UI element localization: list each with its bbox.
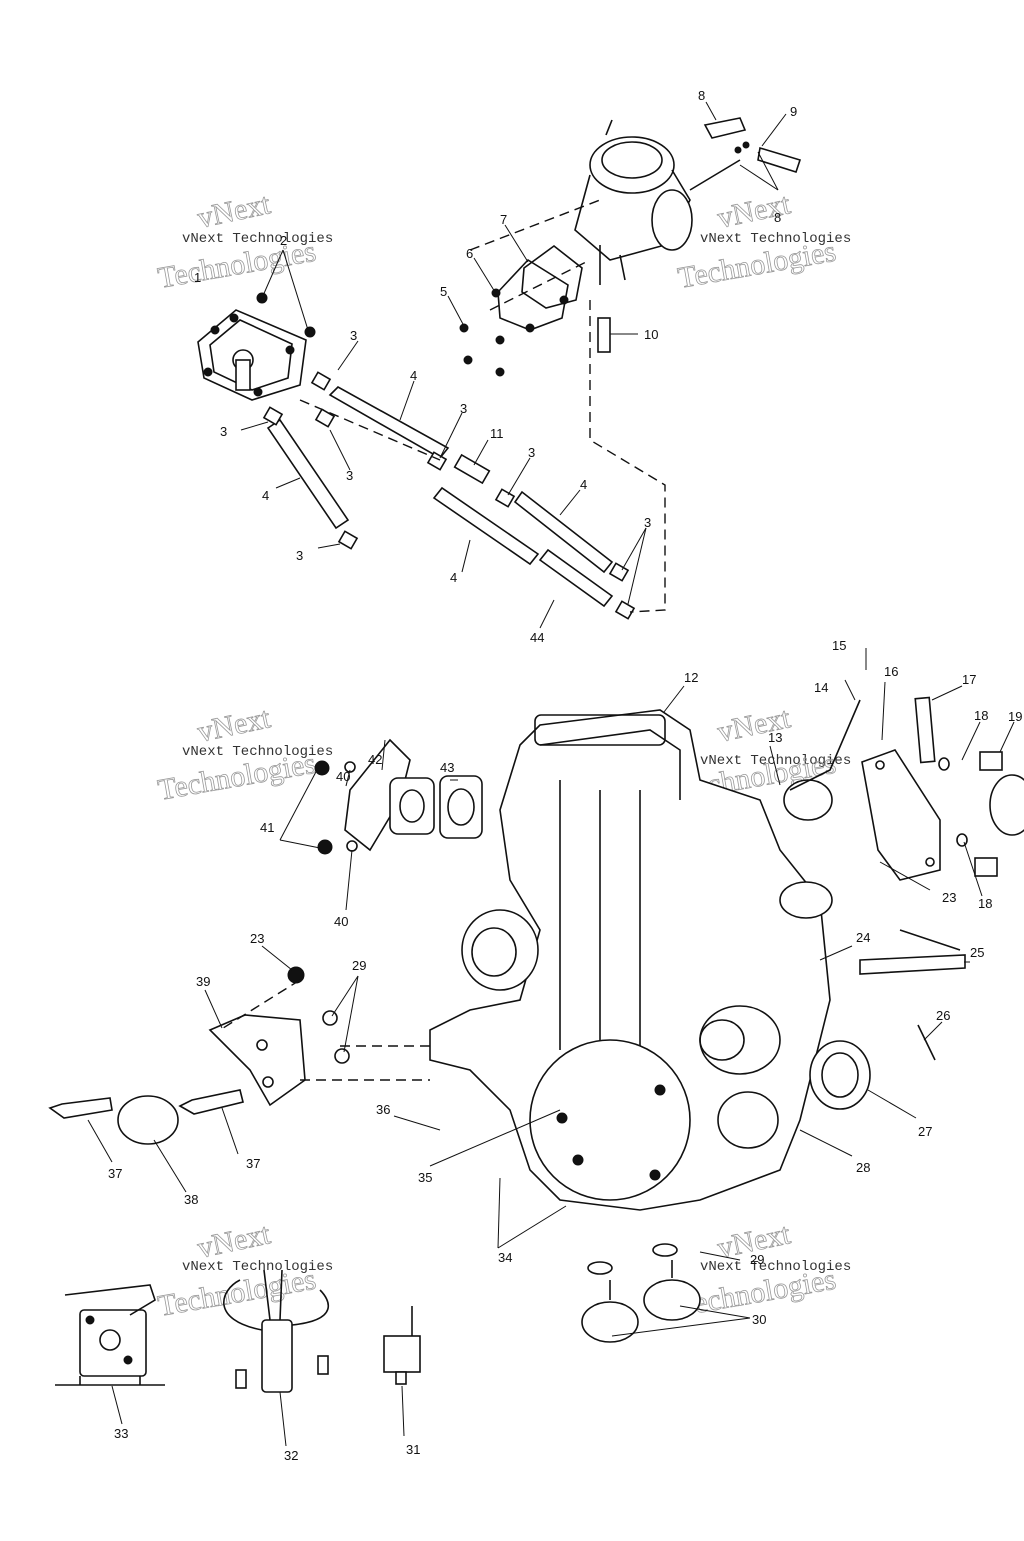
- callout-32: 32: [284, 1448, 298, 1463]
- carb-screws: [459, 323, 505, 377]
- throttle-cable: [789, 696, 936, 791]
- callout-4: 4: [450, 570, 457, 585]
- callout-37: 37: [246, 1156, 260, 1171]
- callout-30: 30: [752, 1312, 766, 1327]
- watermark-company: vNext Technologies: [182, 231, 333, 247]
- watermark-company: vNext Technologies: [182, 1259, 333, 1275]
- carb-mount-bracket: [861, 749, 941, 881]
- callout-3: 3: [346, 468, 353, 483]
- drain-tube: [597, 317, 611, 353]
- watermark-company: vNext Technologies: [182, 744, 333, 760]
- watermark-company: vNext Technologies: [700, 231, 851, 247]
- watermark-brand: vNext: [195, 187, 274, 235]
- callout-3: 3: [644, 515, 651, 530]
- switch-part: [383, 1306, 421, 1385]
- callout-35: 35: [418, 1170, 432, 1185]
- callout-12: 12: [684, 670, 698, 685]
- exhaust-manifold: [344, 738, 435, 852]
- callout-15: 15: [832, 638, 846, 653]
- bottom-engine-mounts: [581, 1243, 701, 1343]
- callout-7: 7: [500, 212, 507, 227]
- fuel-hoses: [266, 386, 614, 608]
- watermark-brand: vNext: [195, 701, 274, 749]
- callout-4: 4: [410, 368, 417, 383]
- breather-tube: [859, 954, 966, 975]
- callout-23: 23: [250, 931, 264, 946]
- callout-18: 18: [978, 896, 992, 911]
- watermark-company: vNext Technologies: [700, 1259, 851, 1275]
- callout-2: 2: [280, 233, 287, 248]
- carburetor-top: [574, 119, 741, 285]
- callout-10: 10: [644, 327, 658, 342]
- callout-39: 39: [196, 974, 210, 989]
- callout-26: 26: [936, 1008, 950, 1023]
- callout-8: 8: [698, 88, 705, 103]
- top-assembly-dash-lines: [299, 199, 666, 613]
- callout-4: 4: [580, 477, 587, 492]
- callout-24: 24: [856, 930, 870, 945]
- callout-3: 3: [350, 328, 357, 343]
- callout-17: 17: [962, 672, 976, 687]
- watermark-brand: vNext: [195, 1217, 274, 1265]
- callout-40: 40: [336, 769, 350, 784]
- callout-14: 14: [814, 680, 828, 695]
- callout-3: 3: [220, 424, 227, 439]
- watermark-group-6: vNext vNext Technologies Technologies: [675, 1217, 851, 1324]
- leader-lines: [87, 101, 1015, 1447]
- callout-4: 4: [262, 488, 269, 503]
- callout-11: 11: [490, 426, 504, 441]
- watermark-group-2: vNext vNext Technologies Technologies: [675, 187, 851, 296]
- engine-hoses: [899, 929, 961, 1061]
- callout-43: 43: [440, 760, 454, 775]
- callout-6: 6: [466, 246, 473, 261]
- callout-44: 44: [530, 630, 544, 645]
- watermark-group-1: vNext vNext Technologies Technologies: [155, 187, 333, 296]
- callout-41: 41: [260, 820, 274, 835]
- watermark-group-5: vNext vNext Technologies Technologies: [155, 1217, 333, 1324]
- callout-29: 29: [352, 958, 366, 973]
- right-bolts: [938, 751, 1024, 877]
- callout-9: 9: [790, 104, 797, 119]
- watermark-company: vNext Technologies: [700, 753, 851, 769]
- callout-19: 19: [1008, 709, 1022, 724]
- callout-23: 23: [942, 890, 956, 905]
- carb-gasket: [491, 244, 583, 333]
- callout-3: 3: [296, 548, 303, 563]
- engine-block: [429, 709, 871, 1211]
- callout-37: 37: [108, 1166, 122, 1181]
- callout-18: 18: [974, 708, 988, 723]
- fuel-pump-part: [197, 309, 307, 401]
- callout-33: 33: [114, 1426, 128, 1441]
- callout-numbers: 1 2 3 3 3 3 3 3 3 3 4 4 4 4 5 6 7 8 8 9 …: [108, 88, 1022, 1463]
- ignition-coil: [223, 1269, 330, 1393]
- callout-27: 27: [918, 1124, 932, 1139]
- callout-13: 13: [768, 730, 782, 745]
- callout-31: 31: [406, 1442, 420, 1457]
- callout-3: 3: [460, 401, 467, 416]
- callout-8: 8: [774, 210, 781, 225]
- callout-25: 25: [970, 945, 984, 960]
- callout-3: 3: [528, 445, 535, 460]
- callout-42: 42: [368, 752, 382, 767]
- mount-dash-lines: [219, 979, 430, 1081]
- regulator-module: [55, 1284, 165, 1386]
- watermark-brand: vNext: [715, 187, 794, 235]
- callout-40: 40: [334, 914, 348, 929]
- callout-28: 28: [856, 1160, 870, 1175]
- callout-29: 29: [750, 1252, 764, 1267]
- callout-1: 1: [194, 270, 201, 285]
- mount-hardware: [48, 966, 350, 1145]
- engine-mount-bracket: [208, 1014, 306, 1107]
- exhaust-gasket: [439, 775, 483, 839]
- watermark-group-3: vNext vNext Technologies Technologies: [155, 701, 333, 808]
- callout-38: 38: [184, 1192, 198, 1207]
- callout-16: 16: [884, 664, 898, 679]
- callout-34: 34: [498, 1250, 512, 1265]
- callout-5: 5: [440, 284, 447, 299]
- vent-hose: [703, 117, 802, 173]
- callout-36: 36: [376, 1102, 390, 1117]
